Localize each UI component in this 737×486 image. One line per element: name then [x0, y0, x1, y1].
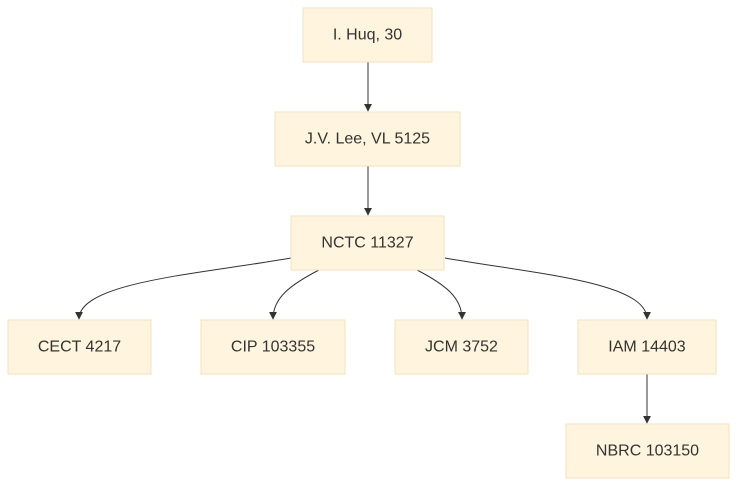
- edges-layer: [75, 62, 651, 424]
- node-label: IAM 14403: [608, 339, 685, 356]
- node-n1: I. Huq, 30: [302, 7, 433, 63]
- node-n6: JCM 3752: [394, 319, 529, 375]
- node-n4: CECT 4217: [7, 319, 152, 375]
- edge-n3-n6: [416, 269, 466, 320]
- node-n3: NCTC 11327: [290, 215, 445, 271]
- node-label: J.V. Lee, VL 5125: [305, 131, 430, 148]
- node-n5: CIP 103355: [200, 319, 346, 375]
- node-label: JCM 3752: [425, 339, 498, 356]
- edge-n3-n5: [269, 269, 320, 320]
- node-label: I. Huq, 30: [333, 27, 402, 44]
- node-label: CIP 103355: [231, 339, 315, 356]
- nodes-layer: I. Huq, 30 J.V. Lee, VL 5125 NCTC 11327 …: [7, 7, 730, 479]
- node-label: NBRC 103150: [596, 443, 699, 460]
- node-n7: IAM 14403: [577, 319, 717, 375]
- node-n8: NBRC 103150: [565, 423, 730, 479]
- edge-n3-n4: [75, 257, 292, 320]
- node-label: NCTC 11327: [321, 235, 413, 252]
- node-label: CECT 4217: [38, 339, 121, 356]
- node-n2: J.V. Lee, VL 5125: [274, 111, 461, 167]
- edge-n3-n7: [444, 257, 651, 320]
